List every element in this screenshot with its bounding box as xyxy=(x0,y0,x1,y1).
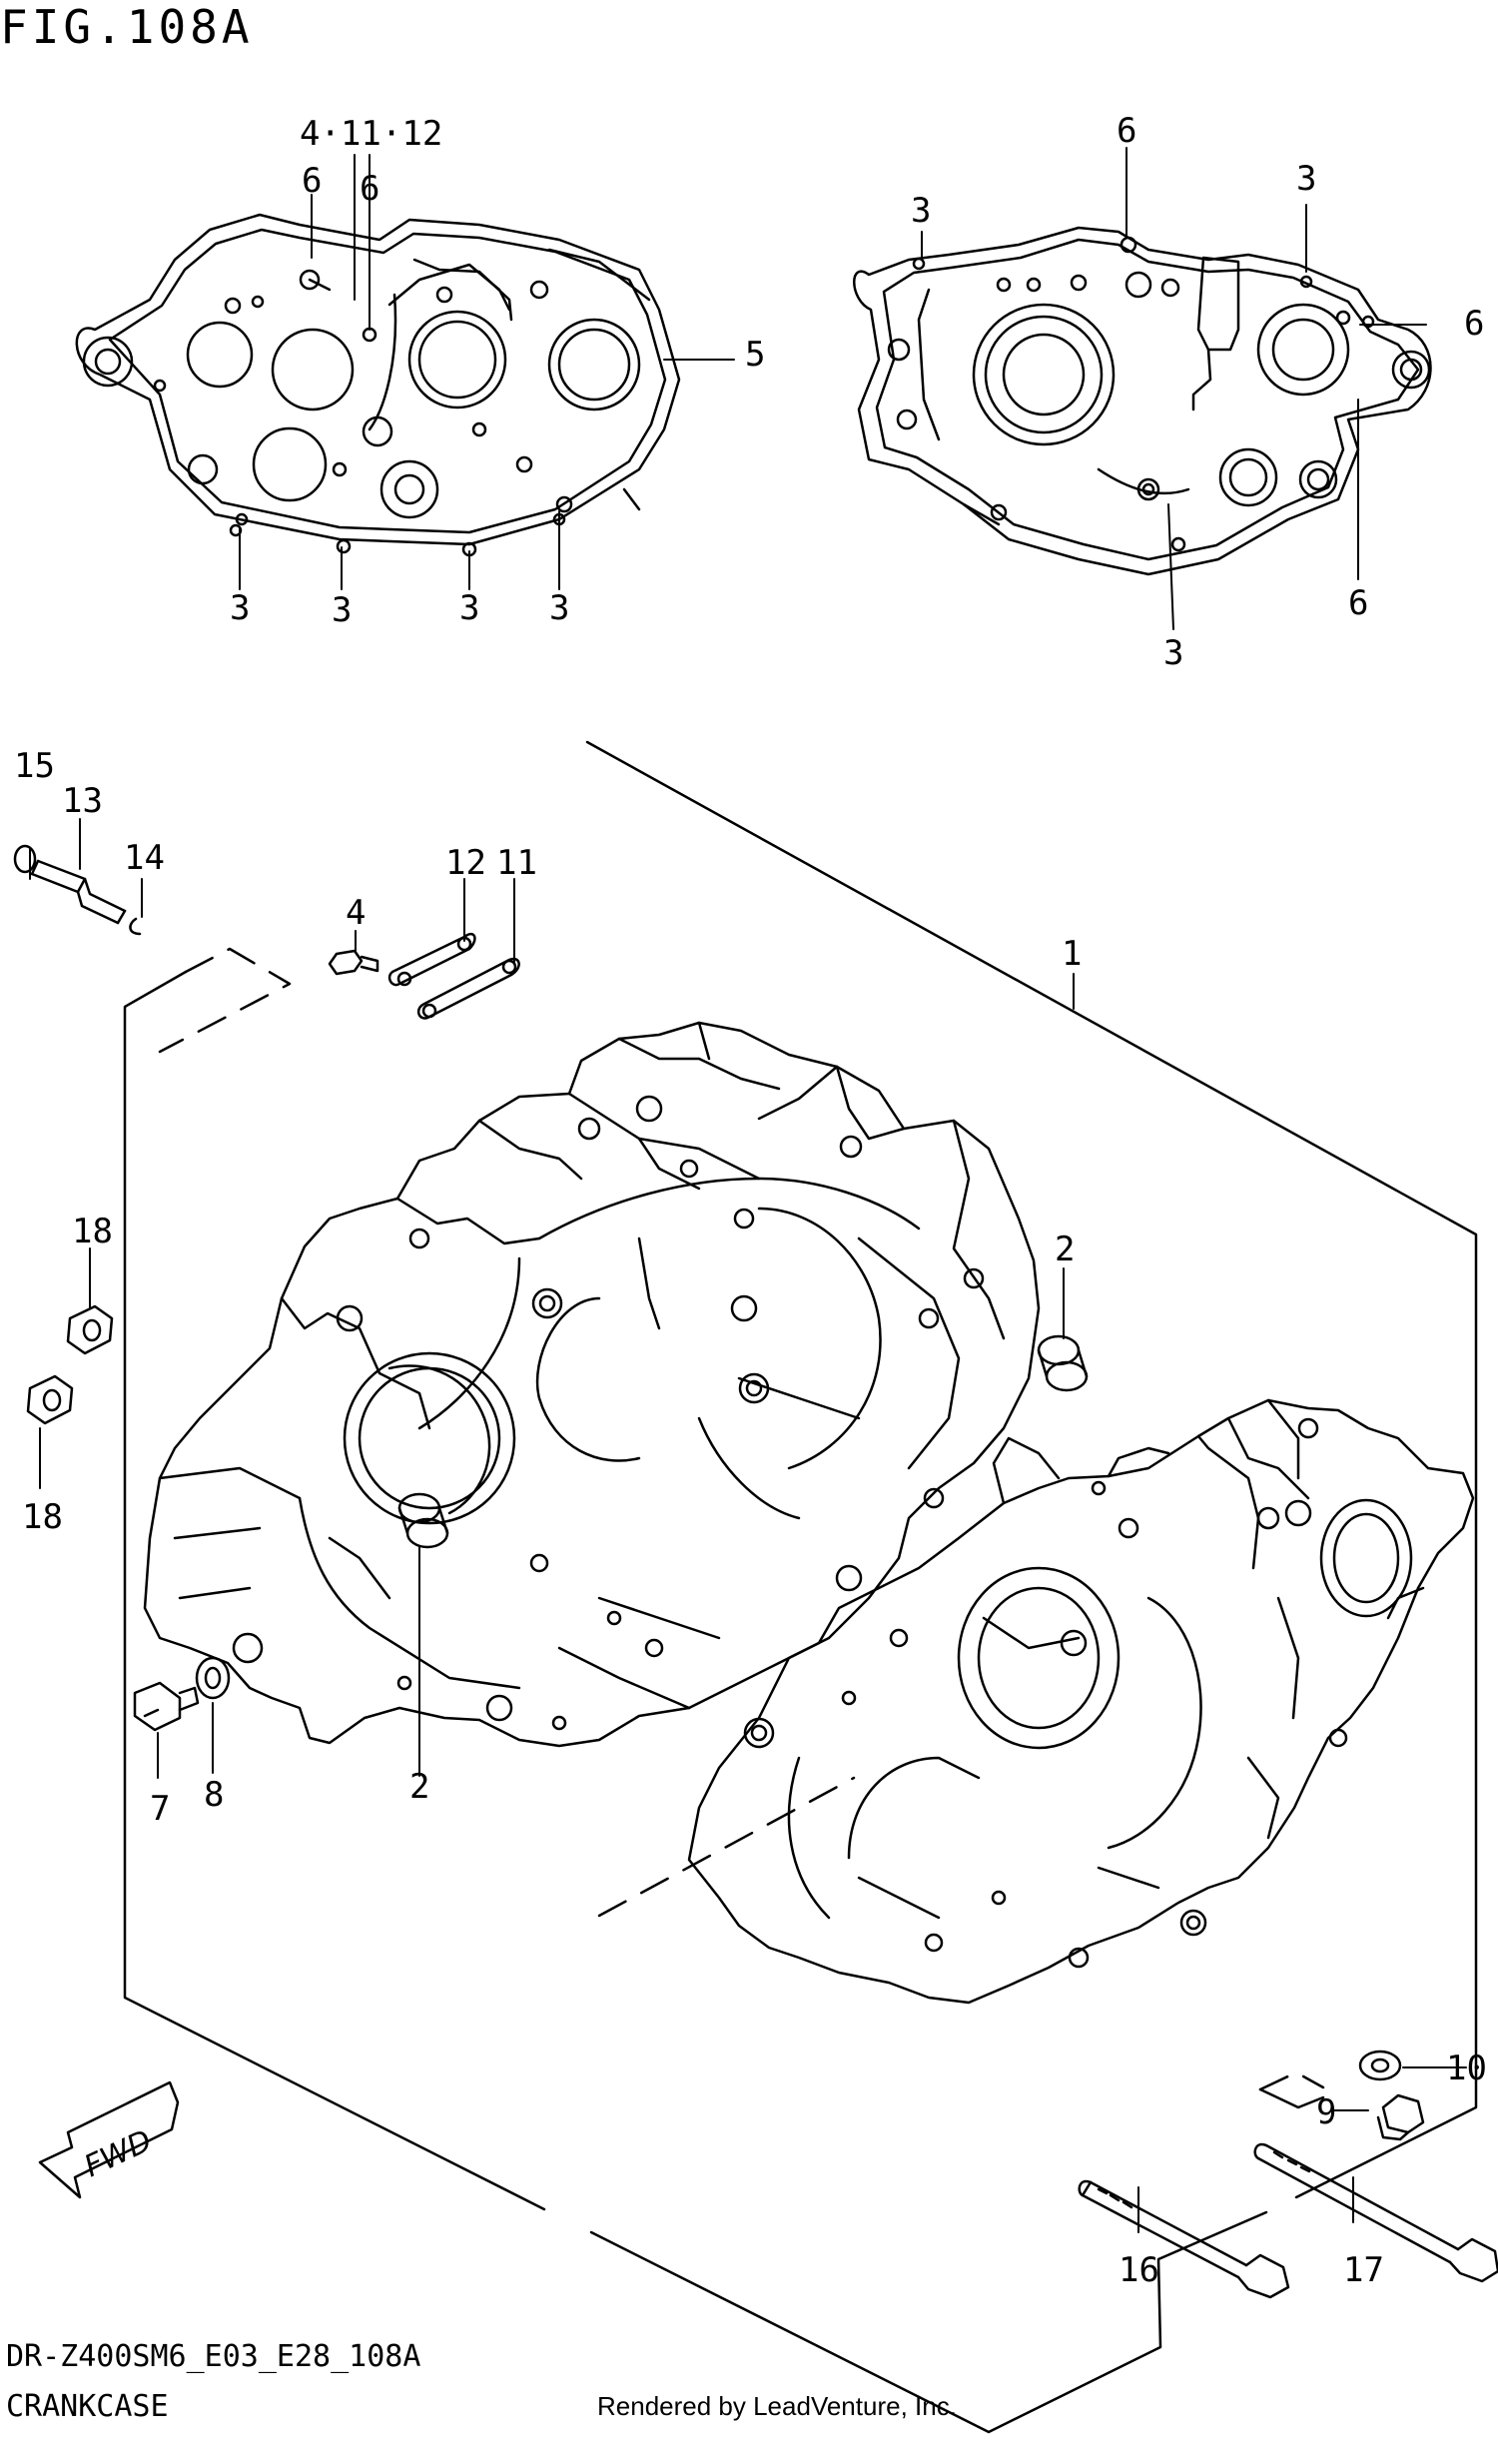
callout-11: 11 xyxy=(496,843,537,883)
right-half-boundary-line xyxy=(1258,2087,1325,2109)
plate-11 xyxy=(416,957,520,1020)
boundary-dash-left xyxy=(158,947,292,1054)
bolt-16 xyxy=(1078,2179,1290,2299)
fwd-arrow-icon[interactable] xyxy=(38,2080,180,2199)
render-credit: Rendered by LeadVenture, Inc. xyxy=(597,2391,957,2421)
callout-18: 18 xyxy=(22,1497,63,1537)
callout-9: 9 xyxy=(1316,2092,1336,2132)
right-half-dash-boundary xyxy=(597,1776,1325,2091)
callout-7: 7 xyxy=(150,1789,170,1829)
callout-3: 3 xyxy=(332,590,352,630)
callout-6: 6 xyxy=(360,169,379,209)
washer-10 xyxy=(1358,2050,1402,2081)
callout-13: 13 xyxy=(62,781,103,821)
callout-1: 1 xyxy=(1062,934,1082,974)
figure-title: FIG.108A xyxy=(0,0,254,54)
callout-6: 6 xyxy=(1348,583,1368,623)
right-crankcase-half xyxy=(687,1398,1475,2005)
callout-8: 8 xyxy=(204,1775,224,1815)
plug-9 xyxy=(1376,2093,1425,2141)
callout-4-11-12: 4·11·12 xyxy=(300,114,442,154)
callout-3: 3 xyxy=(1296,159,1316,199)
callout-14: 14 xyxy=(124,838,165,878)
dowel-2-right xyxy=(1037,1334,1089,1392)
callout-5: 5 xyxy=(745,335,765,375)
callout-6: 6 xyxy=(1117,111,1136,151)
bolt-4 xyxy=(328,949,379,976)
right-case-half-outline xyxy=(853,226,1432,576)
callout-6: 6 xyxy=(302,161,322,201)
bolt-7 xyxy=(133,1681,200,1732)
left-crankcase-half xyxy=(143,1021,1041,1748)
callout-3: 3 xyxy=(549,588,569,628)
callout-3: 3 xyxy=(459,588,479,628)
diagram-name: CRANKCASE xyxy=(6,2389,169,2424)
callout-6: 6 xyxy=(1464,304,1484,344)
callout-18: 18 xyxy=(72,1212,113,1251)
dowel-2-bottom xyxy=(397,1492,449,1549)
callout-4: 4 xyxy=(346,893,366,933)
callout-3: 3 xyxy=(230,588,250,628)
seal-18-lower xyxy=(26,1374,74,1425)
callout-10: 10 xyxy=(1446,2049,1487,2088)
callout-3: 3 xyxy=(1163,633,1183,673)
leader-lines xyxy=(29,147,1467,2233)
diagram-code: DR-Z400SM6_E03_E28_108A xyxy=(6,2339,421,2374)
seal-18-upper xyxy=(66,1304,114,1355)
callout-12: 12 xyxy=(445,843,486,883)
clip-14 xyxy=(129,917,142,936)
left-case-half-outline xyxy=(75,213,681,557)
callout-15: 15 xyxy=(14,746,55,786)
washer-8 xyxy=(195,1656,231,1700)
callout-2: 2 xyxy=(1055,1230,1075,1269)
pipe-13 xyxy=(30,859,127,925)
o-ring-15 xyxy=(13,844,37,874)
callout-labels: 4·11·12 6 6 5 3 3 3 3 6 3 3 6 6 3 15 13 … xyxy=(14,111,1487,2290)
callout-2: 2 xyxy=(409,1767,429,1807)
callout-3: 3 xyxy=(911,191,931,231)
assembly-boundary xyxy=(123,740,1478,2434)
callout-16: 16 xyxy=(1119,2250,1159,2290)
callout-17: 17 xyxy=(1343,2250,1384,2290)
plate-12 xyxy=(387,932,476,987)
